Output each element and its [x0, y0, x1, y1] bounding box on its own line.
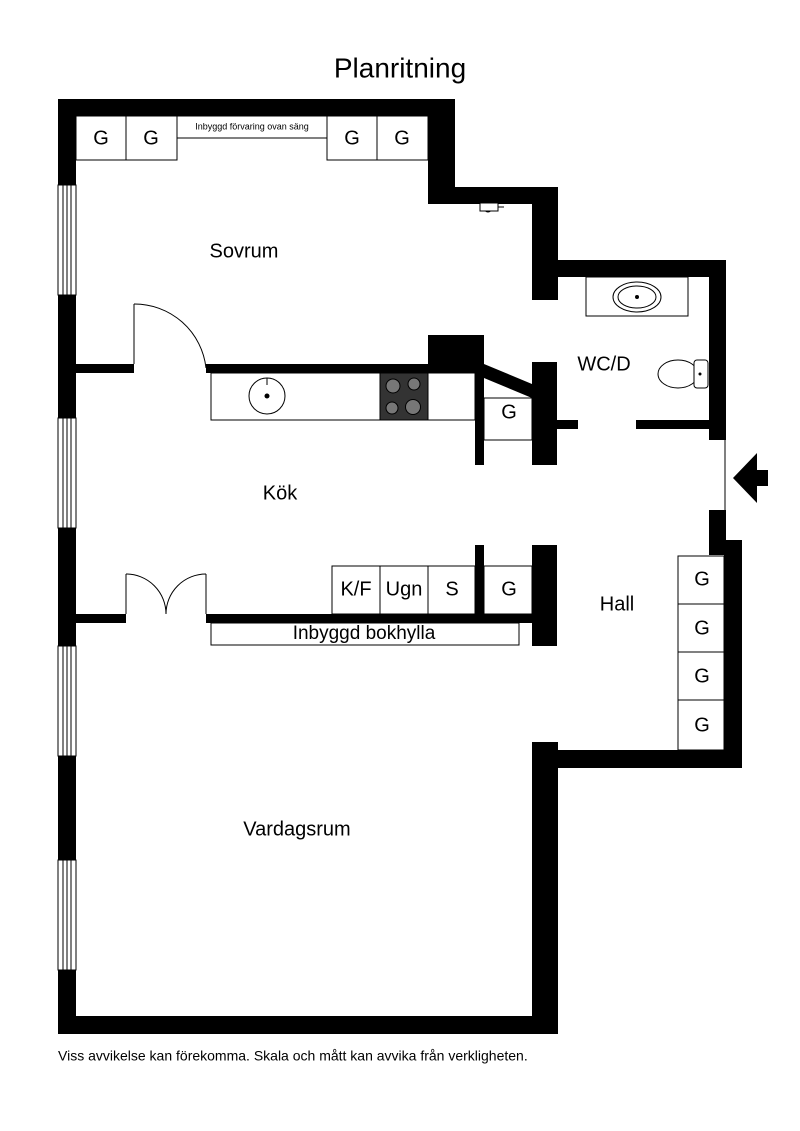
wall-kitchen-living-left	[76, 614, 126, 623]
wall-kitchen-living-right	[206, 614, 532, 623]
hall-wardrobes	[677, 555, 725, 751]
shower-icon	[479, 202, 504, 213]
kitchen-appliances-row	[331, 565, 533, 615]
window-living-2	[57, 859, 77, 971]
stove-icon	[379, 372, 429, 421]
wall-top-step	[428, 187, 558, 204]
room-label-sovrum: Sovrum	[210, 240, 279, 262]
disclaimer-footer: Viss avvikelse kan förekomma. Skala och …	[58, 1048, 528, 1064]
wall-kitchen-hall	[532, 545, 557, 646]
wall-bath-bottom-left	[557, 420, 578, 429]
kitchen-cabinet-upper	[483, 397, 533, 441]
wardrobe-label: G	[501, 401, 517, 423]
room-label-hall: Hall	[600, 593, 634, 615]
wall-right-upper	[709, 260, 726, 440]
wardrobe-label: G	[143, 127, 159, 149]
door-living-double	[125, 573, 207, 615]
wall-bedroom-right	[428, 99, 455, 187]
wardrobe-label: G	[694, 568, 710, 590]
wall-left	[58, 99, 76, 1034]
window-bedroom	[57, 184, 77, 296]
sink-icon	[612, 281, 662, 313]
entrance-arrow-icon	[733, 453, 768, 503]
wardrobe-label: G	[694, 617, 710, 639]
bookshelf	[210, 622, 520, 646]
wall-top	[58, 99, 455, 116]
wall-right-lower	[709, 510, 726, 555]
toilet-icon	[657, 359, 709, 389]
wall-kitchen-hall-stub	[475, 545, 484, 623]
bedroom-wardrobes	[75, 115, 429, 161]
wall-bedroom-kitchen-left	[76, 364, 134, 373]
window-living-1	[57, 645, 77, 757]
wardrobe-label: G	[694, 714, 710, 736]
wall-kitchen-bath-stub	[475, 375, 484, 465]
wall-living-right	[532, 742, 558, 1034]
wall-bedroom-kitchen-right	[206, 364, 430, 373]
wardrobe-label: G	[93, 127, 109, 149]
wall-bottom	[58, 1016, 558, 1034]
sink-icon	[248, 377, 286, 415]
wall-bath-bottom-right	[636, 420, 711, 429]
wardrobe-label: G	[694, 665, 710, 687]
wall-hall-bottom	[532, 750, 742, 768]
wall-diagonal	[484, 364, 532, 398]
wardrobe-label: G	[394, 127, 410, 149]
oven-label: Ugn	[386, 578, 423, 600]
bookshelf-label: Inbyggd bokhylla	[293, 623, 436, 644]
storage-over-bed-label: Inbyggd förvaring ovan säng	[195, 121, 309, 131]
fridge-freezer-label: K/F	[340, 578, 371, 600]
wall-corner-block	[428, 335, 484, 375]
wall-bath-divider	[532, 362, 557, 465]
plan-title: Planritning	[334, 52, 466, 83]
wall-shower-right	[532, 187, 558, 300]
room-label-wc: WC/D	[577, 353, 630, 375]
door-bedroom	[133, 303, 207, 369]
wardrobe-label: G	[344, 127, 360, 149]
room-label-kok: Kök	[263, 482, 298, 504]
wall-bathroom-top	[532, 260, 726, 277]
room-label-vardagsrum: Vardagsrum	[243, 818, 350, 840]
window-kitchen	[57, 417, 77, 529]
wardrobe-label: G	[501, 578, 517, 600]
wall-hall-right	[724, 540, 742, 768]
cabinet-s-label: S	[445, 578, 458, 600]
